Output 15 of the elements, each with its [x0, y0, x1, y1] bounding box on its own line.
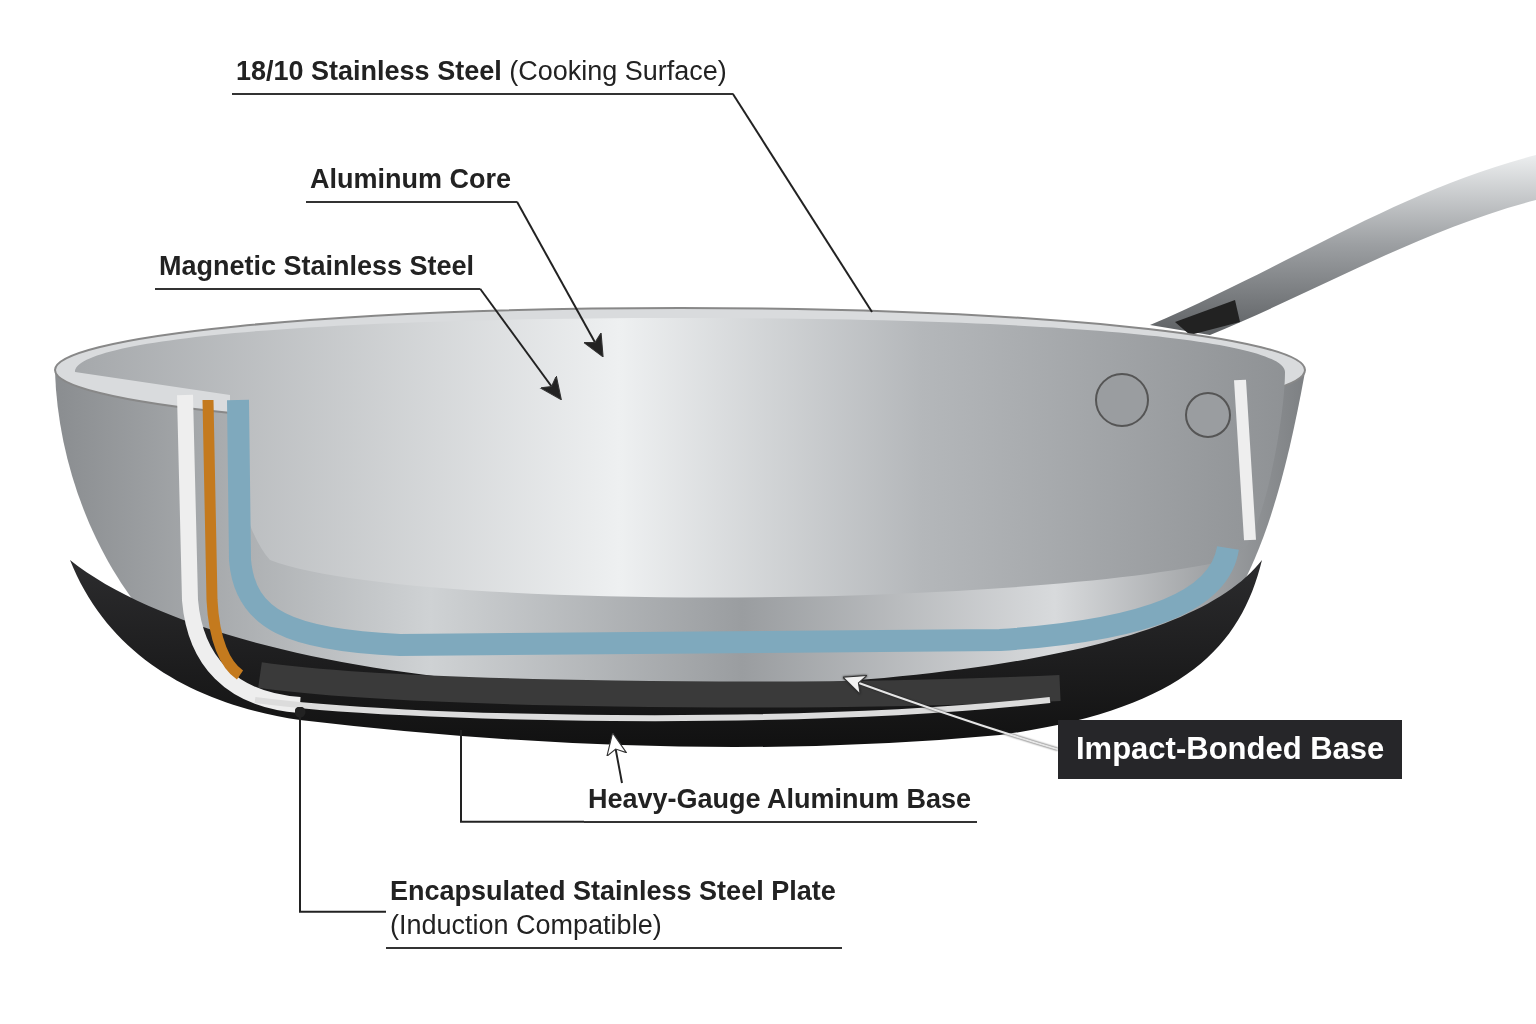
- callout-label: Magnetic Stainless Steel: [159, 250, 475, 283]
- callout-label: 18/10 Stainless Steel (Cooking Surface): [236, 55, 727, 88]
- leader-line: [479, 287, 562, 401]
- leader-line: [294, 706, 387, 913]
- leader-line: [516, 200, 604, 358]
- callout-label: (Induction Compatible): [390, 908, 663, 942]
- callout-label: Impact-Bonded Base: [1076, 730, 1385, 768]
- leader-line: [731, 92, 873, 313]
- callout-label: Encapsulated Stainless Steel Plate: [390, 875, 836, 908]
- callout-label: Heavy-Gauge Aluminum Base: [588, 783, 972, 816]
- leader-line: [460, 729, 585, 823]
- leader-line: [606, 732, 627, 784]
- label-box: [1058, 720, 1403, 779]
- leader-line: [842, 674, 1059, 751]
- callout-label: Aluminum Core: [310, 163, 511, 196]
